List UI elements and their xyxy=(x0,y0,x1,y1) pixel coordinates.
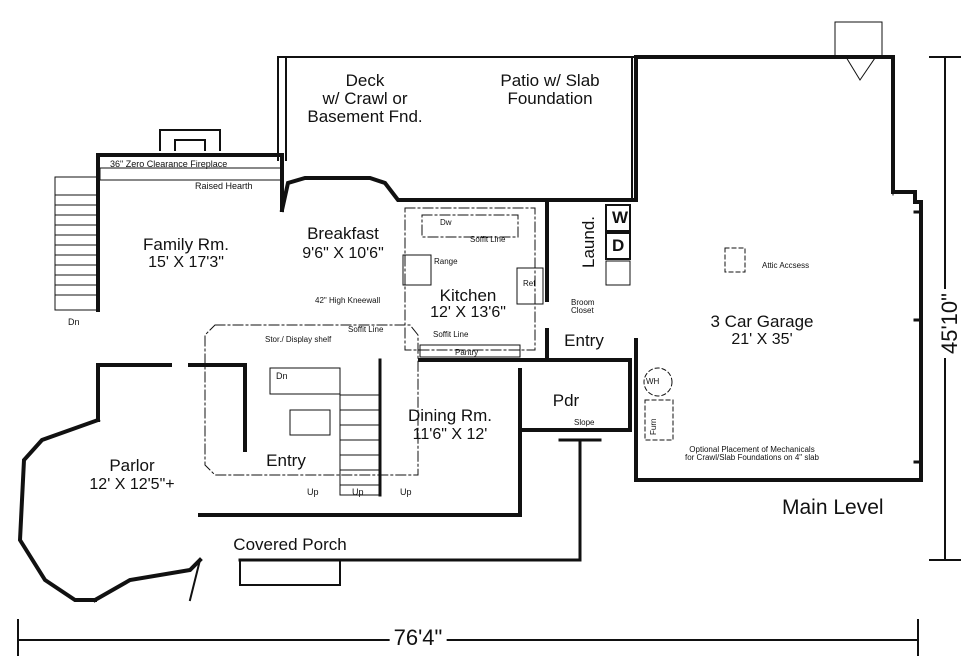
shelf-note: Stor./ Display shelf xyxy=(265,335,332,344)
pantry-label: Pantry xyxy=(455,348,479,357)
kitchen-size: 12' X 13'6" xyxy=(430,304,506,321)
stair-up-1: Up xyxy=(307,487,319,497)
kitchen-name: Kitchen xyxy=(439,286,497,305)
laundry-appliances xyxy=(605,204,631,286)
broom-closet-line-2: Closet xyxy=(571,306,594,316)
dining-size: 11'6" X 12' xyxy=(412,426,488,443)
rear-entry-label: Entry xyxy=(564,331,604,350)
stair-dn-center: Dn xyxy=(276,371,288,381)
level-title: Main Level xyxy=(782,496,884,519)
powder-room-label: Pdr xyxy=(552,391,580,410)
deck-label-line-1: Deck xyxy=(345,71,385,90)
parlor-name: Parlor xyxy=(109,456,155,475)
overall-depth: 45'10" xyxy=(937,289,962,358)
water-heater-label: WH xyxy=(646,377,660,386)
overall-width: 76'4" xyxy=(389,626,447,649)
mechanical-area xyxy=(643,247,746,441)
laundry-label: Laund. xyxy=(579,216,598,268)
attic-note: Attic Accsess xyxy=(762,261,810,270)
mechanicals-line-1: Optional Placement of Mechanicals xyxy=(689,445,815,454)
porch-label: Covered Porch xyxy=(233,535,347,554)
patio-label: Patio w/ Slab Foundation xyxy=(500,72,599,108)
deck-label-line-2: w/ Crawl or xyxy=(322,88,408,108)
deck-label: Deck w/ Crawl or Basement Fnd. xyxy=(307,72,422,126)
garage-name: 3 Car Garage xyxy=(710,312,814,331)
garage-walls xyxy=(634,21,923,482)
dishwasher-label: Dw xyxy=(440,218,452,227)
stair-up-3: Up xyxy=(400,487,412,497)
exterior-stairs xyxy=(54,176,99,311)
kitchen-counters xyxy=(402,254,544,358)
family-room-size: 15' X 17'3" xyxy=(148,254,224,271)
range-label: Range xyxy=(434,257,458,266)
family-room-name: Family Rm. xyxy=(143,235,229,254)
interior-stair xyxy=(269,358,382,497)
dryer-label: D xyxy=(612,236,625,255)
dining-name: Dining Rm. xyxy=(407,406,493,425)
ref-label: Ref xyxy=(523,279,536,288)
broom-closet-line-1: Broom xyxy=(571,298,595,307)
mechanicals-line-2: for Crawl/Slab Foundations on 4" slab xyxy=(684,453,820,463)
soffit-outline xyxy=(204,207,536,476)
breakfast-name: Breakfast xyxy=(307,224,379,243)
kitchen-soffit-note: Soffit Line xyxy=(470,235,506,244)
breakfast-size: 9'6" X 10'6" xyxy=(302,245,384,262)
washer-label: W xyxy=(612,208,629,227)
stair-dn-left: Dn xyxy=(68,317,80,327)
broom-closet-note: Broom Closet xyxy=(571,298,595,316)
garage-size: 21' X 35' xyxy=(731,331,793,348)
slope-note: Slope xyxy=(574,418,595,427)
patio-label-line-2: Foundation xyxy=(507,88,593,108)
deck-patio-outline xyxy=(277,56,637,201)
furnace-label: Furn xyxy=(649,418,658,435)
parlor-size: 12' X 12'5"+ xyxy=(89,476,175,493)
soffit-upper-note: Soffit Line xyxy=(348,325,384,334)
kneewall-note: 42" High Kneewall xyxy=(315,296,381,305)
hearth-note: Raised Hearth xyxy=(195,181,253,191)
porch xyxy=(188,438,602,602)
front-entry-label: Entry xyxy=(266,451,306,470)
mechanicals-note: Optional Placement of Mechanicals for Cr… xyxy=(684,445,820,463)
stair-up-2: Up xyxy=(352,487,364,497)
fireplace xyxy=(99,129,283,181)
house-walls xyxy=(17,153,638,603)
soffit-lower-note: Soffit Line xyxy=(433,330,469,339)
fireplace-note: 36" Zero Clearance Fireplace xyxy=(110,159,228,169)
patio-label-line-1: Patio w/ Slab xyxy=(500,71,600,90)
deck-label-line-3: Basement Fnd. xyxy=(307,106,423,126)
